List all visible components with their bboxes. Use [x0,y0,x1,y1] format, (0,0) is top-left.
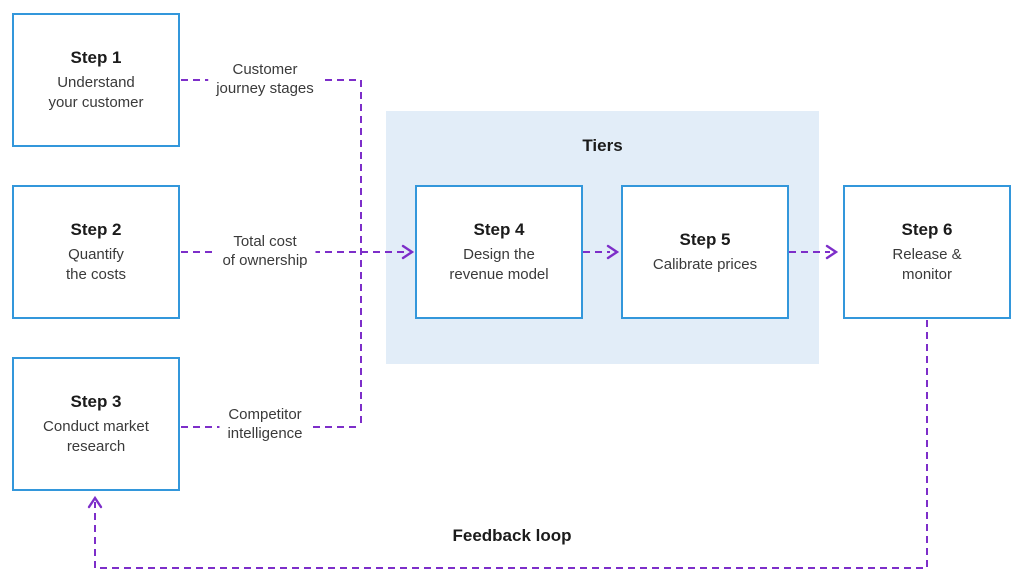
step-2-box: Step 2 Quantify the costs [12,185,180,319]
arrowhead-into-step5 [606,244,620,260]
connector-feedback-loop [94,320,928,569]
step-3-description: Conduct market research [43,417,149,455]
step-6-box: Step 6 Release & monitor [843,185,1011,319]
label-competitor-intelligence: Competitor intelligence [219,403,311,445]
label-total-cost-of-ownership: Total cost of ownership [214,230,316,272]
step-4-box: Step 4 Design the revenue model [415,185,583,319]
step-1-description: Understand your customer [48,73,144,111]
step-5-box: Step 5 Calibrate prices [621,185,789,319]
step-5-title: Step 5 [679,229,731,249]
arrowhead-into-step6 [825,244,839,260]
feedback-loop-label: Feedback loop [452,526,572,545]
step-3-box: Step 3 Conduct market research [12,357,180,491]
step-2-description: Quantify the costs [65,245,127,283]
step-5-description: Calibrate prices [652,255,758,273]
step-1-title: Step 1 [70,47,122,67]
label-customer-journey-stages: Customer journey stages [208,58,322,100]
step-3-title: Step 3 [70,391,122,411]
step-4-description: Design the revenue model [449,245,549,283]
arrowhead-into-step3 [87,495,103,509]
step-6-description: Release & monitor [892,245,962,283]
step-2-title: Step 2 [70,219,122,239]
step-6-title: Step 6 [901,219,953,239]
step-1-box: Step 1 Understand your customer [12,13,180,147]
arrowhead-into-step4 [401,244,415,260]
tiers-group-label: Tiers [582,136,623,155]
step-4-title: Step 4 [473,219,525,239]
